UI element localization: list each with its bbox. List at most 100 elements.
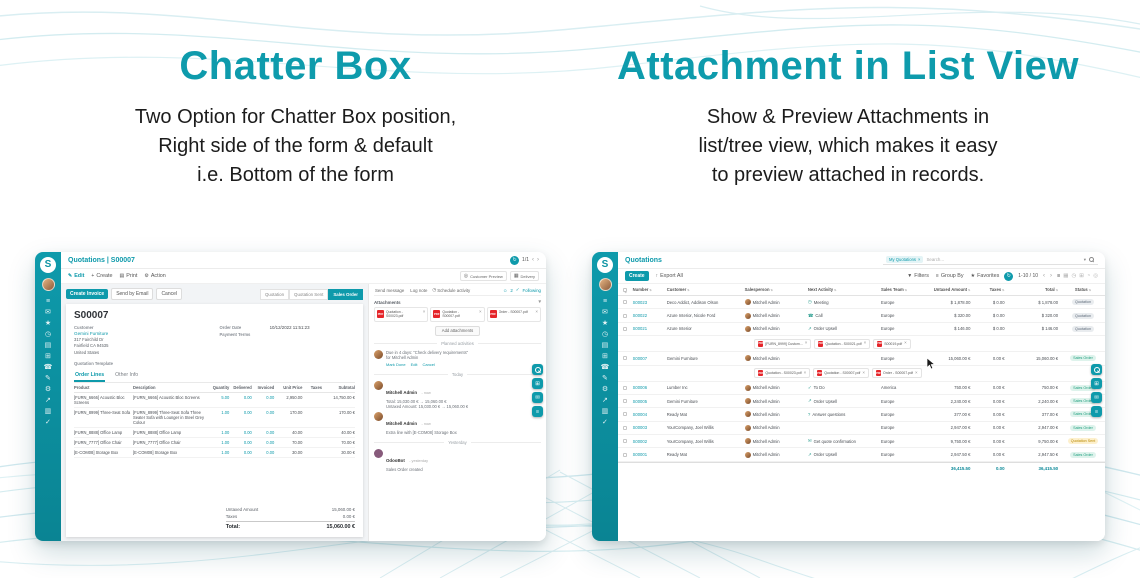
row-checkbox[interactable]	[618, 452, 633, 457]
cell-next-activity[interactable]: ↗Order Upsell	[808, 452, 881, 458]
col-taxes[interactable]: Taxes	[310, 384, 323, 390]
sidebar-icon[interactable]: ⊞	[45, 353, 51, 360]
cell-number[interactable]: S00022	[632, 313, 648, 319]
col-number[interactable]: Number	[633, 287, 667, 292]
cell-number[interactable]: S00001	[632, 452, 648, 458]
col-salesperson[interactable]: Salesperson	[745, 287, 808, 292]
status-step[interactable]: Quotation Sent	[289, 288, 329, 300]
view-switch-icon[interactable]: ≡	[1057, 273, 1061, 279]
create-button[interactable]: Create	[625, 271, 649, 281]
search-fab[interactable]	[1091, 364, 1102, 375]
add-attachments-button[interactable]: Add attachments	[434, 325, 481, 336]
search-option-button[interactable]: ▼Filters	[907, 273, 929, 279]
col-untaxed-amount[interactable]: Untaxed Amount	[920, 287, 974, 292]
sidebar-icon[interactable]: ↗	[45, 397, 51, 404]
col-total[interactable]: Total	[1008, 287, 1062, 292]
sidebar-icon[interactable]: ⚙	[601, 386, 609, 393]
row-checkbox[interactable]	[618, 399, 633, 404]
col-product[interactable]: Product	[74, 384, 90, 390]
apps-fab[interactable]: ⊞	[532, 378, 543, 389]
search-bar[interactable]: My Quotations× Search... ▾	[883, 255, 1098, 265]
refresh-button[interactable]: ↻	[510, 255, 520, 265]
select-all-checkbox[interactable]	[618, 287, 633, 292]
remove-attachment-icon[interactable]: ×	[479, 309, 482, 314]
sidebar-icon[interactable]: ≡	[602, 298, 608, 305]
menu-fab[interactable]: ≡	[1091, 406, 1102, 417]
mark-done-button[interactable]: Mark Done	[386, 361, 406, 367]
search-caret-icon[interactable]: ▾	[1083, 256, 1086, 262]
view-switch-icon[interactable]: ▦	[1063, 273, 1069, 279]
cell-next-activity[interactable]: ↗Order Upsell	[808, 326, 881, 332]
toolbar-button[interactable]: ✎Edit	[68, 273, 84, 279]
cell-next-activity[interactable]: ◷Meeting	[808, 299, 881, 305]
sidebar-icon[interactable]: ★	[601, 320, 609, 327]
pager-next-icon[interactable]: ›	[537, 257, 539, 263]
sidebar-icon[interactable]: ★	[44, 320, 52, 327]
cell-number[interactable]: S00021	[632, 326, 648, 332]
app-logo[interactable]: S	[597, 257, 613, 273]
user-avatar[interactable]	[41, 278, 55, 291]
col-status[interactable]: Status	[1061, 287, 1105, 292]
search-option-button[interactable]: ★Favorites	[971, 273, 1000, 279]
search-fab[interactable]	[532, 364, 543, 375]
user-avatar[interactable]	[598, 278, 612, 291]
search-input[interactable]: Search...	[926, 257, 945, 262]
row-checkbox[interactable]	[618, 300, 633, 305]
pager-prev-icon[interactable]: ‹	[532, 257, 534, 263]
cancel-activity-button[interactable]: Cancel	[422, 361, 435, 367]
export-all-button[interactable]: ↑Export All	[656, 273, 683, 279]
view-switch-icon[interactable]: ◎	[1093, 273, 1098, 279]
remove-attachment-icon[interactable]: ×	[862, 369, 866, 375]
row-checkbox[interactable]	[618, 356, 633, 361]
sidebar-icon[interactable]: ◷	[601, 331, 609, 338]
smart-button[interactable]: ▦Delivery	[509, 271, 539, 281]
chat-fab[interactable]: ✉	[1091, 392, 1102, 403]
order-date-value[interactable]: 10/12/2022 11:51:23	[269, 325, 310, 330]
view-switch-icon[interactable]: ◔	[1086, 273, 1091, 279]
order-line-row[interactable]: [FURN_8999] Three-Seat Sofa[FURN_8999] T…	[74, 408, 355, 428]
order-line-row[interactable]: [FURN_6666] Acoustic Bloc Screens[FURN_6…	[74, 393, 355, 408]
notebook-tab[interactable]: Other Info	[115, 371, 139, 378]
sidebar-icon[interactable]: ✉	[45, 309, 51, 316]
toolbar-button[interactable]: ⚙Action	[144, 273, 165, 279]
view-switch-icon[interactable]: ◷	[1071, 273, 1077, 279]
col-next-activity[interactable]: Next Activity	[808, 287, 881, 292]
customer-value[interactable]: Gemini Furniture	[74, 331, 109, 336]
sidebar-icon[interactable]: ✉	[602, 309, 608, 316]
cell-number[interactable]: S00007	[632, 355, 648, 361]
sidebar-icon[interactable]: ☎	[43, 364, 53, 371]
col-sales-team[interactable]: Sales Team	[881, 287, 920, 292]
view-switch-icon[interactable]: ⊞	[1079, 273, 1084, 279]
menu-fab[interactable]: ≡	[532, 406, 543, 417]
cell-number[interactable]: S00004	[632, 411, 648, 417]
edit-activity-button[interactable]: Edit	[410, 361, 418, 367]
cell-number[interactable]: S00002	[632, 438, 648, 444]
search-option-button[interactable]: ≡Group By	[936, 273, 964, 279]
followers-icon[interactable]: ☺	[502, 287, 508, 293]
order-line-row[interactable]: [FURN_7777] Office Chair[FURN_7777] Offi…	[74, 438, 355, 448]
col-delivered[interactable]: Delivered	[233, 384, 252, 390]
status-step[interactable]: Sales Order	[328, 288, 363, 300]
remove-attachment-icon[interactable]: ×	[422, 309, 426, 314]
row-checkbox[interactable]	[618, 425, 633, 430]
remove-attachment-icon[interactable]: ×	[803, 369, 807, 375]
following-label[interactable]: Following	[522, 287, 541, 293]
attachment-chip[interactable]: PDF[FURN_8999] Custom...×	[754, 338, 812, 349]
col-customer[interactable]: Customer	[667, 287, 745, 292]
row-checkbox[interactable]	[618, 326, 633, 331]
order-line-row[interactable]: [E-COM08] Storage Box[E-COM08] Storage B…	[74, 448, 355, 458]
